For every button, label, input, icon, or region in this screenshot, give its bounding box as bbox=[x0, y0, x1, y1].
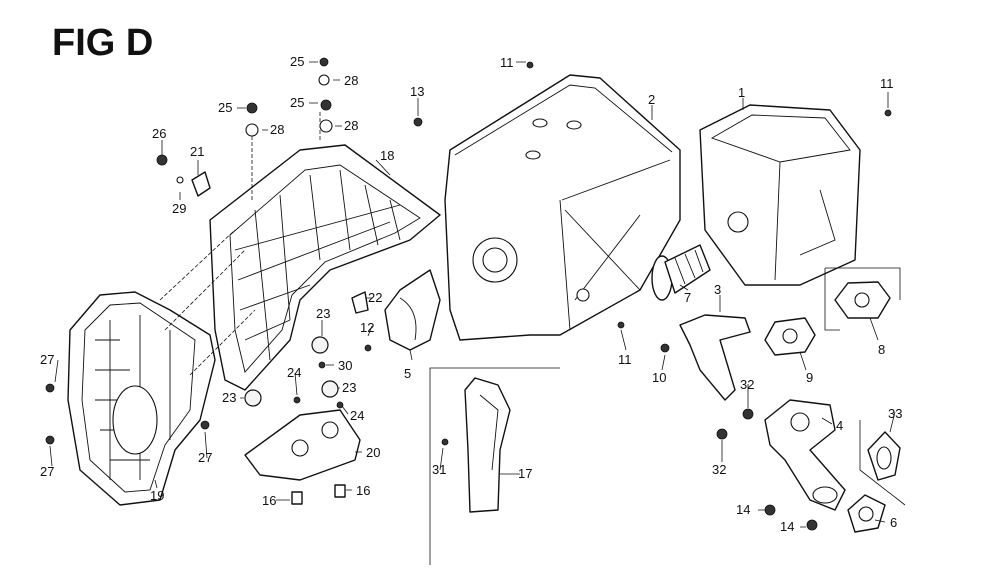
callout-23-b: 23 bbox=[222, 390, 236, 405]
callout-25-a: 25 bbox=[290, 54, 304, 69]
part-4-exhaust-pipe bbox=[764, 399, 846, 511]
callout-9: 9 bbox=[806, 370, 813, 385]
callout-32-b: 32 bbox=[712, 462, 726, 477]
figure-title: FIG D bbox=[52, 22, 154, 64]
callout-32-a: 32 bbox=[740, 377, 754, 392]
callout-28-b: 28 bbox=[270, 122, 284, 137]
callout-25-b: 25 bbox=[218, 100, 232, 115]
callout-6: 6 bbox=[890, 515, 897, 530]
callout-24-b: 24 bbox=[350, 408, 364, 423]
callout-3: 3 bbox=[714, 282, 721, 297]
callout-23-c: 23 bbox=[342, 380, 356, 395]
callout-26: 26 bbox=[152, 126, 166, 141]
callout-4: 4 bbox=[836, 418, 843, 433]
callout-12: 12 bbox=[360, 320, 374, 335]
part-33-gasket bbox=[867, 431, 901, 481]
callout-labels: 1 2 3 4 5 6 7 8 9 10 11 11 11 12 13 14 1… bbox=[40, 54, 902, 534]
callout-13: 13 bbox=[410, 84, 424, 99]
part-1-air-cleaner-case bbox=[699, 104, 861, 286]
callout-10: 10 bbox=[652, 370, 666, 385]
callout-28-a: 28 bbox=[344, 73, 358, 88]
callout-31: 31 bbox=[432, 462, 446, 477]
callout-16-b: 16 bbox=[356, 483, 370, 498]
part-2-muffler-protector bbox=[444, 74, 681, 341]
part-6-gasket bbox=[847, 494, 886, 533]
callout-21: 21 bbox=[190, 144, 204, 159]
part-9-gasket bbox=[764, 317, 816, 356]
hardware bbox=[45, 57, 892, 531]
callout-1: 1 bbox=[738, 85, 745, 100]
callout-14-b: 14 bbox=[780, 519, 794, 534]
part-20-mount-plate bbox=[244, 409, 361, 481]
callout-11-c: 11 bbox=[618, 352, 632, 367]
callout-29: 29 bbox=[172, 201, 186, 216]
callout-24-a: 24 bbox=[287, 365, 301, 380]
part-17-guard bbox=[464, 377, 511, 513]
part-5-spark-arrester bbox=[384, 269, 441, 351]
callout-25-c: 25 bbox=[290, 95, 304, 110]
callout-33: 33 bbox=[888, 406, 902, 421]
callout-2: 2 bbox=[648, 92, 655, 107]
callout-14-a: 14 bbox=[736, 502, 750, 517]
callout-5: 5 bbox=[404, 366, 411, 381]
callout-7: 7 bbox=[684, 290, 691, 305]
part-7-tail-pipe bbox=[651, 244, 711, 301]
callout-20: 20 bbox=[366, 445, 380, 460]
part-18-shroud-top bbox=[209, 144, 441, 391]
part-8-gasket bbox=[834, 281, 891, 319]
callout-19: 19 bbox=[150, 488, 164, 503]
callout-8: 8 bbox=[878, 342, 885, 357]
callout-16-a: 16 bbox=[262, 493, 276, 508]
callout-11-b: 11 bbox=[880, 76, 894, 91]
part-22-bracket bbox=[351, 291, 369, 314]
callout-28-c: 28 bbox=[344, 118, 358, 133]
callout-18: 18 bbox=[380, 148, 394, 163]
callout-27-a: 27 bbox=[40, 352, 54, 367]
callout-11-a: 11 bbox=[500, 55, 514, 70]
callout-22: 22 bbox=[368, 290, 382, 305]
leader-lines bbox=[49, 61, 896, 528]
callout-27-c: 27 bbox=[198, 450, 212, 465]
callout-23-a: 23 bbox=[316, 306, 330, 321]
callout-30: 30 bbox=[338, 358, 352, 373]
callout-27-b: 27 bbox=[40, 464, 54, 479]
part-19-shroud-side bbox=[67, 291, 216, 506]
callout-17: 17 bbox=[518, 466, 532, 481]
part-3-muffler-stay bbox=[679, 314, 751, 401]
